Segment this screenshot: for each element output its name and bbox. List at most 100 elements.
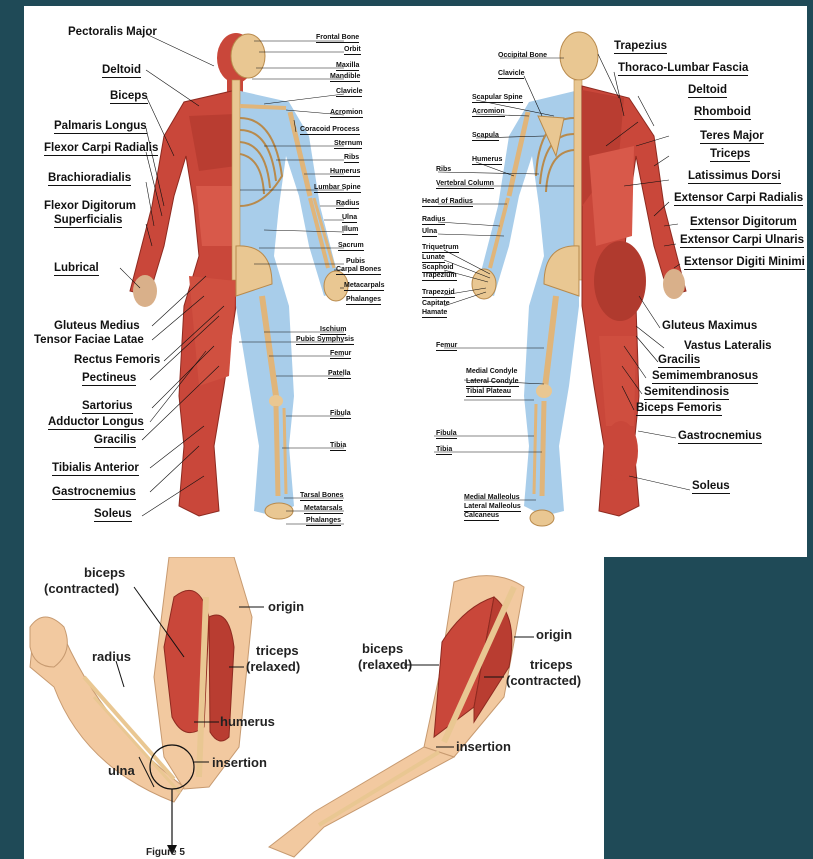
label-metacarpals: Metacarpals [344,282,384,291]
label-triceps: Triceps [710,148,750,162]
label-metatarsals: Metatarsals [304,505,343,514]
label-capitate: Capitate [422,300,450,307]
label-soleus-back: Soleus [692,480,730,494]
label-phalanges-foot: Phalanges [306,517,341,526]
label-extensor-carpi-radialis: Extensor Carpi Radialis [674,192,803,206]
label-ischium: Ischium [320,326,346,335]
label-teres-major: Teres Major [700,130,764,144]
label-frontal-bone: Frontal Bone [316,34,359,43]
label-gracilis-back: Gracilis [658,354,700,368]
label-illum: Illum [342,226,358,235]
label-tibia-back: Tibia [436,446,452,455]
label-vastus-lateralis: Vastus Lateralis [684,340,772,352]
label-clavicle: Clavicle [336,88,362,97]
label-sternum: Sternum [334,140,362,149]
label-ribs: Ribs [344,154,359,163]
label-extensor-digiti-minimi: Extensor Digiti Minimi [684,256,805,270]
label-lateral-malleolus: Lateral Malleolus [464,503,521,512]
label-calcaneus: Calcaneus [464,512,499,521]
label-superficialis: Superficialis [54,214,122,228]
label-humerus: Humerus [330,168,360,177]
label-trapezium: Trapezium [422,272,457,281]
label-phalanges: Phalanges [346,296,381,305]
anatomy-chart-panel: Pectoralis Major Deltoid Biceps Palmaris… [24,6,807,557]
label-lubrical: Lubrical [54,262,99,276]
label-flexor-carpi-radialis: Flexor Carpi Radialis [44,142,158,156]
label-patella: Patella [328,370,351,379]
label-lunate: Lunate [422,254,445,263]
label-femur-back: Femur [436,342,457,351]
arm-extended [269,576,524,857]
label-ulna: Ulna [342,214,357,223]
label-orbit: Orbit [344,46,361,55]
label-femur: Femur [330,350,351,359]
label-sacrum: Sacrum [338,242,364,251]
label-gluteus-maximus: Gluteus Maximus [662,320,757,332]
label-vertebral-column: Vertebral Column [436,180,494,189]
label-pubis: Pubis [346,258,365,265]
label-insertion-left: insertion [212,755,267,770]
label-biceps-relaxed-line1: biceps [362,641,403,656]
label-semitendinosis: Semitendinosis [644,386,729,400]
label-biceps-contracted-line2: (contracted) [44,581,119,596]
label-ribs-back: Ribs [436,166,451,173]
label-radius-back: Radius [422,216,445,225]
label-lateral-condyle: Lateral Condyle [466,378,519,387]
label-flexor-digitorum: Flexor Digitorum [44,200,136,212]
label-soleus: Soleus [94,508,132,522]
label-triquetrum: Triquetrum [422,244,459,253]
label-biceps: Biceps [110,90,148,104]
label-tibialis-anterior: Tibialis Anterior [52,462,139,476]
label-carpal-bones: Carpal Bones [336,266,381,275]
label-occipital-bone: Occipital Bone [498,52,547,59]
label-ulna-back: Ulna [422,228,437,237]
label-triceps-contracted-line1: triceps [530,657,573,672]
label-deltoid-back: Deltoid [688,84,727,98]
label-origin-right: origin [536,627,572,642]
label-rectus-femoris: Rectus Femoris [74,354,160,366]
label-fibula-back: Fibula [436,430,457,439]
label-tibia: Tibia [330,442,346,451]
arm-flexed [30,557,252,855]
label-tarsal-bones: Tarsal Bones [300,492,343,501]
label-radius: Radius [336,200,359,209]
label-clavicle-back: Clavicle [498,70,524,79]
label-mandible: Mandible [330,73,360,82]
label-acromion: Acromion [330,109,363,118]
label-brachioradialis: Brachioradialis [48,172,131,186]
label-triceps-relaxed-line1: triceps [256,643,299,658]
label-humerus-back: Humerus [472,156,502,165]
label-fibula: Fibula [330,410,351,419]
label-latissimus-dorsi: Latissimus Dorsi [688,170,781,184]
label-medial-malleolus: Medial Malleolus [464,494,520,501]
label-humerus: humerus [220,714,275,729]
label-maxilla: Maxilla [336,62,359,71]
label-coracoid-process: Coracoid Process [300,126,360,135]
label-lumbar-spine: Lumbar Spine [314,184,361,193]
label-gastrocnemius-back: Gastrocnemius [678,430,762,444]
label-insertion-right: insertion [456,739,511,754]
label-trapezoid: Trapezoid [422,289,455,298]
label-gluteus-medius: Gluteus Medius [54,320,140,332]
label-palmaris-longus: Palmaris Longus [54,120,147,134]
label-thoraco-lumbar-fascia: Thoraco-Lumbar Fascia [618,62,748,76]
label-gastrocnemius: Gastrocnemius [52,486,136,500]
label-figure-5: Figure 5 [146,847,185,858]
label-head-of-radius: Head of Radius [422,198,473,207]
arm-muscle-figure-panel: biceps (contracted) origin triceps (rela… [24,557,604,859]
label-triceps-contracted-line2: (contracted) [506,673,581,688]
label-extensor-carpi-ulnaris: Extensor Carpi Ulnaris [680,234,804,248]
back-muscle-half [582,86,686,516]
label-scapula: Scapula [472,132,499,141]
label-trapezius: Trapezius [614,40,667,54]
label-pectoralis-major: Pectoralis Major [68,26,157,38]
label-pectineus: Pectineus [82,372,136,386]
label-ulna: ulna [108,763,135,778]
label-acromion-back: Acromion [472,108,505,117]
label-deltoid: Deltoid [102,64,141,78]
label-sartorius: Sartorius [82,400,133,414]
label-pubic-symphysis: Pubic Symphysis [296,336,354,345]
label-radius: radius [92,649,131,664]
label-tibial-plateau: Tibial Plateau [466,388,511,397]
label-semimembranosus: Semimembranosus [652,370,758,384]
